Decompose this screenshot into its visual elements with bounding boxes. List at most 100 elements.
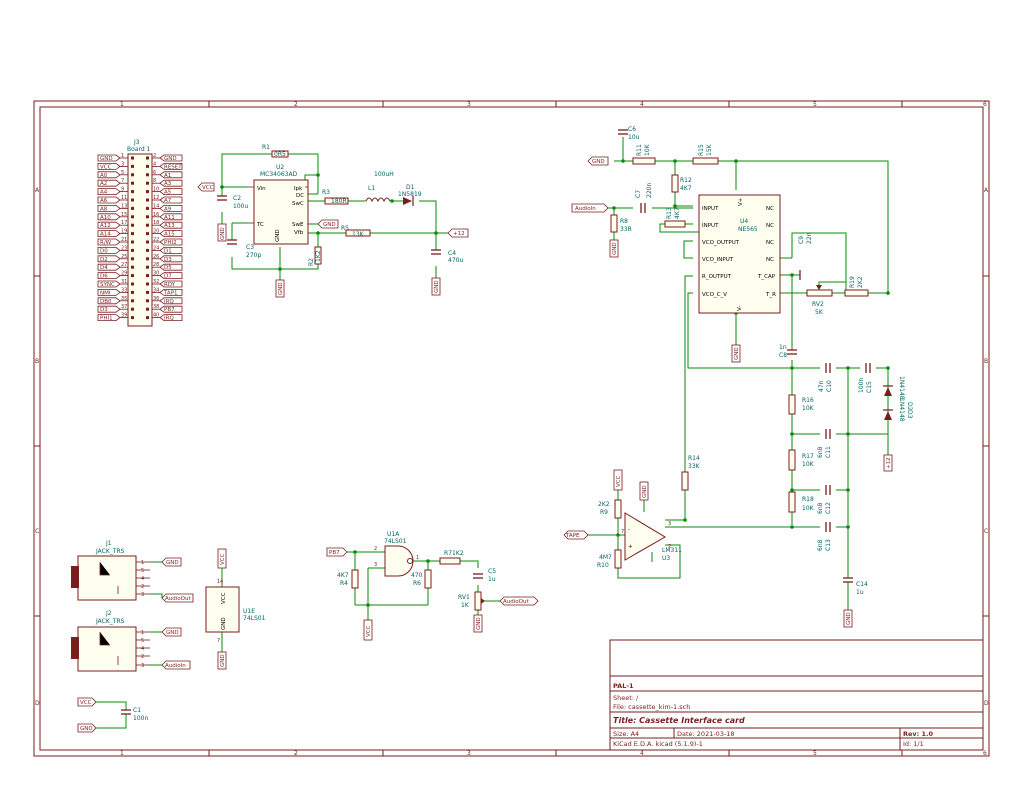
r16-resistor: [788, 394, 796, 415]
svg-text:+: +: [628, 544, 633, 550]
gnd-label-j2: GND: [161, 627, 182, 637]
j3-left-pin-number: 17: [121, 220, 127, 226]
audioout-label-j1: AudioOut: [161, 593, 194, 603]
c9-value: 22n: [806, 232, 813, 244]
r19-value: 2K2: [857, 276, 864, 288]
j3-left-label-text: D4: [100, 265, 108, 271]
c7-ref: C7: [635, 190, 642, 198]
gnd-label-c2: GND: [217, 223, 227, 242]
d3-ref: D3: [906, 410, 913, 419]
j3-left-label-text: NMI: [100, 290, 111, 296]
j3-right-net-label: [159, 255, 183, 263]
j3-right-label-text: GND: [164, 156, 177, 162]
j3-left-pin-number: 15: [121, 212, 127, 218]
r9-ref: R9: [600, 509, 608, 516]
u3-body: [624, 512, 666, 561]
j3-right-label-text: PHI2: [164, 240, 177, 246]
tb-date: Date: 2021-03-18: [677, 730, 735, 738]
j3-left-pin-number: 39: [121, 313, 127, 319]
col-label-3-bottom: 3: [467, 750, 471, 757]
j3-right-net-label: [159, 213, 183, 221]
gnd-label-r8: GND: [609, 239, 619, 258]
j3-left-label-text: D2: [100, 257, 108, 263]
p12-label-d3: +12: [883, 454, 893, 472]
r12-value: 4K7: [680, 185, 692, 192]
j3-left-label-text: DB0: [100, 299, 112, 305]
j3-left-pin-number: 1: [121, 153, 124, 159]
u4-pin-tr: T_R: [765, 292, 776, 298]
j3-right-net-label: [159, 196, 183, 204]
u2-pin-vin: Vin: [257, 186, 266, 192]
c3-ref: C3: [246, 244, 254, 251]
r4-ref: R4: [340, 580, 348, 587]
r14-value: 33K: [688, 463, 701, 470]
svg-text:2: 2: [668, 544, 671, 550]
svg-text:PB7: PB7: [329, 550, 340, 556]
svg-text:AudioOut: AudioOut: [165, 596, 191, 602]
j1-ref: J1: [105, 540, 112, 547]
u1e-pin-vcc: VCC: [221, 592, 227, 604]
r15-ref: R15: [698, 144, 705, 156]
j3-right-net-label: [159, 230, 183, 238]
u2-ref: U2: [276, 164, 284, 171]
j3-left-pin-number: 5: [121, 170, 124, 176]
svg-text:GND: GND: [734, 347, 740, 360]
j3-right-pin-number: 28: [153, 262, 159, 268]
jack-j2: J2 JACK_TRS 1 5 4 2 3 GND AudioIn: [71, 610, 191, 672]
j3-right-pin-number: 32: [153, 279, 159, 285]
svg-text:VCC: VCC: [220, 553, 226, 565]
r8-resistor: [610, 214, 618, 233]
r18-ref: R18: [802, 496, 814, 503]
pb7-label: PB7: [326, 547, 348, 557]
r1-ref: R1: [262, 144, 270, 151]
j3-right-label-text: IRQ: [164, 299, 174, 305]
j3-right-net-label: [159, 288, 183, 296]
r13-ref: R13: [666, 207, 673, 219]
gnd-label-rv1: GND: [473, 614, 483, 633]
col-label-1-bottom: 1: [120, 750, 124, 757]
c13-ref: C13: [825, 539, 832, 551]
j3-left-net-label: [97, 154, 121, 162]
j3-right-label-text: A9: [164, 206, 172, 212]
u4-pin-vco-cv: VCO_C_V: [702, 292, 727, 298]
svg-text:5: 5: [141, 638, 144, 644]
r4-value: 4K7: [337, 572, 349, 579]
u2-pin-dc: DC: [296, 193, 304, 199]
r14-resistor: [681, 471, 689, 491]
svg-text:GND: GND: [80, 726, 93, 732]
u2-value: MC34063AD: [260, 171, 298, 178]
gnd-label-c6: GND: [587, 156, 609, 166]
gnd-label-u2: GND: [275, 279, 285, 298]
vcc-label-u1a: VCC: [363, 619, 373, 641]
u1a-value: 74LS01: [384, 538, 407, 545]
j3-right-label-text: IRQ: [164, 316, 174, 322]
u4-pin-nc-12: NC: [766, 240, 774, 246]
j3-right-pin-number: 4: [153, 161, 156, 167]
gnd-label-u3: GND: [639, 481, 649, 501]
r11-resistor: [632, 157, 656, 165]
svg-text:GND: GND: [612, 242, 618, 255]
col-label-4: 4: [640, 101, 644, 108]
tb-company: PAL-1: [613, 682, 634, 690]
svg-text:GND: GND: [166, 560, 179, 566]
r13-value: 4K7: [674, 207, 681, 219]
u4-pin-tcap: T_CAP: [757, 274, 776, 280]
j3-right-label-text: D1: [164, 248, 172, 254]
audioin-label-pll: AudioIn: [571, 203, 609, 213]
j3-right-net-label: [159, 204, 183, 212]
j3-right-pin-number: 2: [153, 153, 156, 159]
u2-boost-section: U2 MC34063AD Vin TC GND Ipk DC SwC SwE V…: [197, 144, 469, 298]
row-label-c: C: [35, 528, 39, 535]
l1-inductor: [365, 197, 391, 203]
jack-j1: J1 JACK_TRS 1 5 4 2 3 GND AudioOut: [71, 540, 194, 603]
r18-resistor: [788, 491, 796, 513]
j3-right-pin-number: 6: [153, 170, 156, 176]
u1e-power-unit: VCC GND U1E 74LS01 14 7 VCC GND: [205, 548, 266, 670]
gnd-label-u4: GND: [731, 344, 741, 363]
svg-text:3: 3: [141, 663, 144, 669]
gnd-label-c14: GND: [843, 609, 853, 628]
u1e-value: 74LS01: [243, 615, 266, 622]
r6-value: 470: [411, 572, 423, 579]
j3-left-net-label: [97, 221, 121, 229]
